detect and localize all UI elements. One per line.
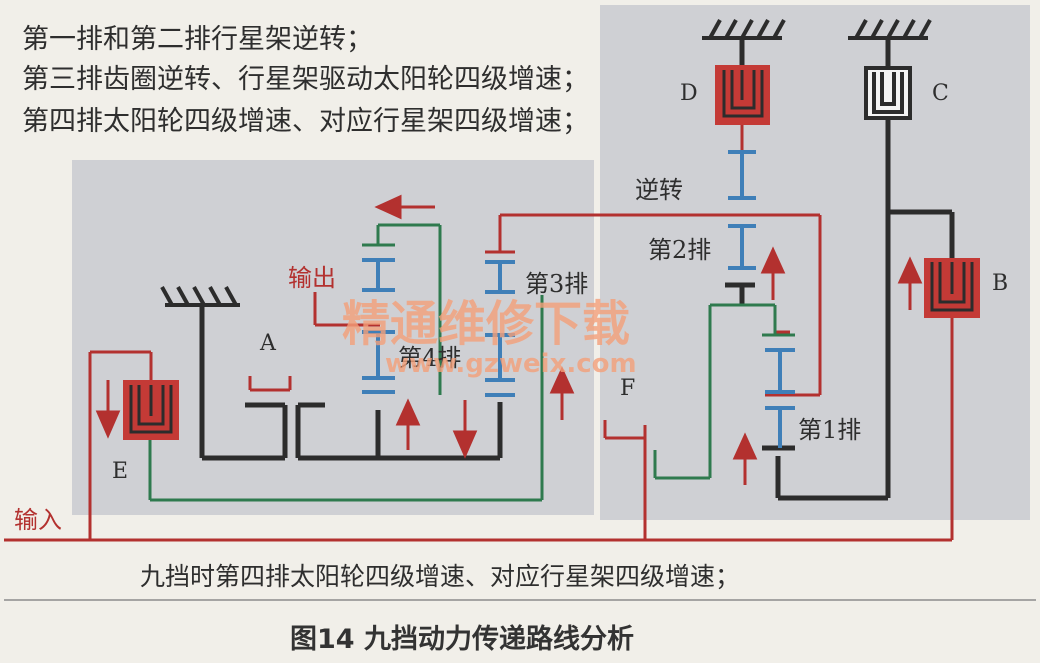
label-d: D (680, 81, 698, 106)
carrier-links (148, 223, 795, 502)
arrow-down-row3 (452, 400, 478, 459)
note-line-1: 第一排和第二排行星架逆转； (22, 24, 373, 55)
ground-hatch-d (702, 19, 786, 40)
label-a: A (259, 331, 277, 356)
arrow-down-e (95, 380, 121, 439)
label-row3: 第3排 (525, 270, 588, 298)
watermark-url: www.gzweix.com (385, 349, 637, 379)
bottom-note: 九挡时第四排太阳轮四级增速、对应行星架四级增速； (140, 562, 740, 591)
ground-hatch-e (160, 286, 240, 307)
note-line-3: 第四排太阳轮四级增速、对应行星架四级增速； (22, 106, 589, 137)
arrow-left-top (374, 194, 435, 220)
label-c: C (932, 81, 949, 106)
power-path-lines (4, 125, 954, 542)
clutch-b (924, 258, 980, 318)
label-output: 输出 (288, 264, 336, 292)
note-line-2: 第三排齿圈逆转、行星架驱动太阳轮四级增速； (22, 64, 589, 95)
brake-e (123, 380, 179, 440)
label-b: B (992, 271, 1008, 296)
label-row1: 第1排 (798, 416, 861, 444)
label-row2: 第2排 (648, 236, 711, 264)
arrow-up-row1 (732, 432, 758, 485)
frame-lines (199, 38, 955, 501)
arrow-up-b (897, 256, 923, 310)
direction-arrows (95, 194, 923, 485)
label-row4: 第4排 (398, 344, 461, 372)
label-e: E (112, 459, 128, 484)
label-input: 输入 (14, 506, 62, 534)
gear-elements (362, 150, 795, 448)
arrow-up-input3 (549, 366, 575, 420)
arrow-up-row4 (395, 398, 421, 450)
arrow-up-row2 (760, 246, 786, 300)
label-reverse: 逆转 (635, 176, 683, 204)
watermark-cn: 精通维修下载 (342, 296, 630, 352)
label-f: F (620, 376, 635, 401)
figure-caption: 图14 九挡动力传递路线分析 (290, 623, 634, 655)
brake-d (715, 65, 770, 125)
clutch-c (864, 66, 912, 120)
